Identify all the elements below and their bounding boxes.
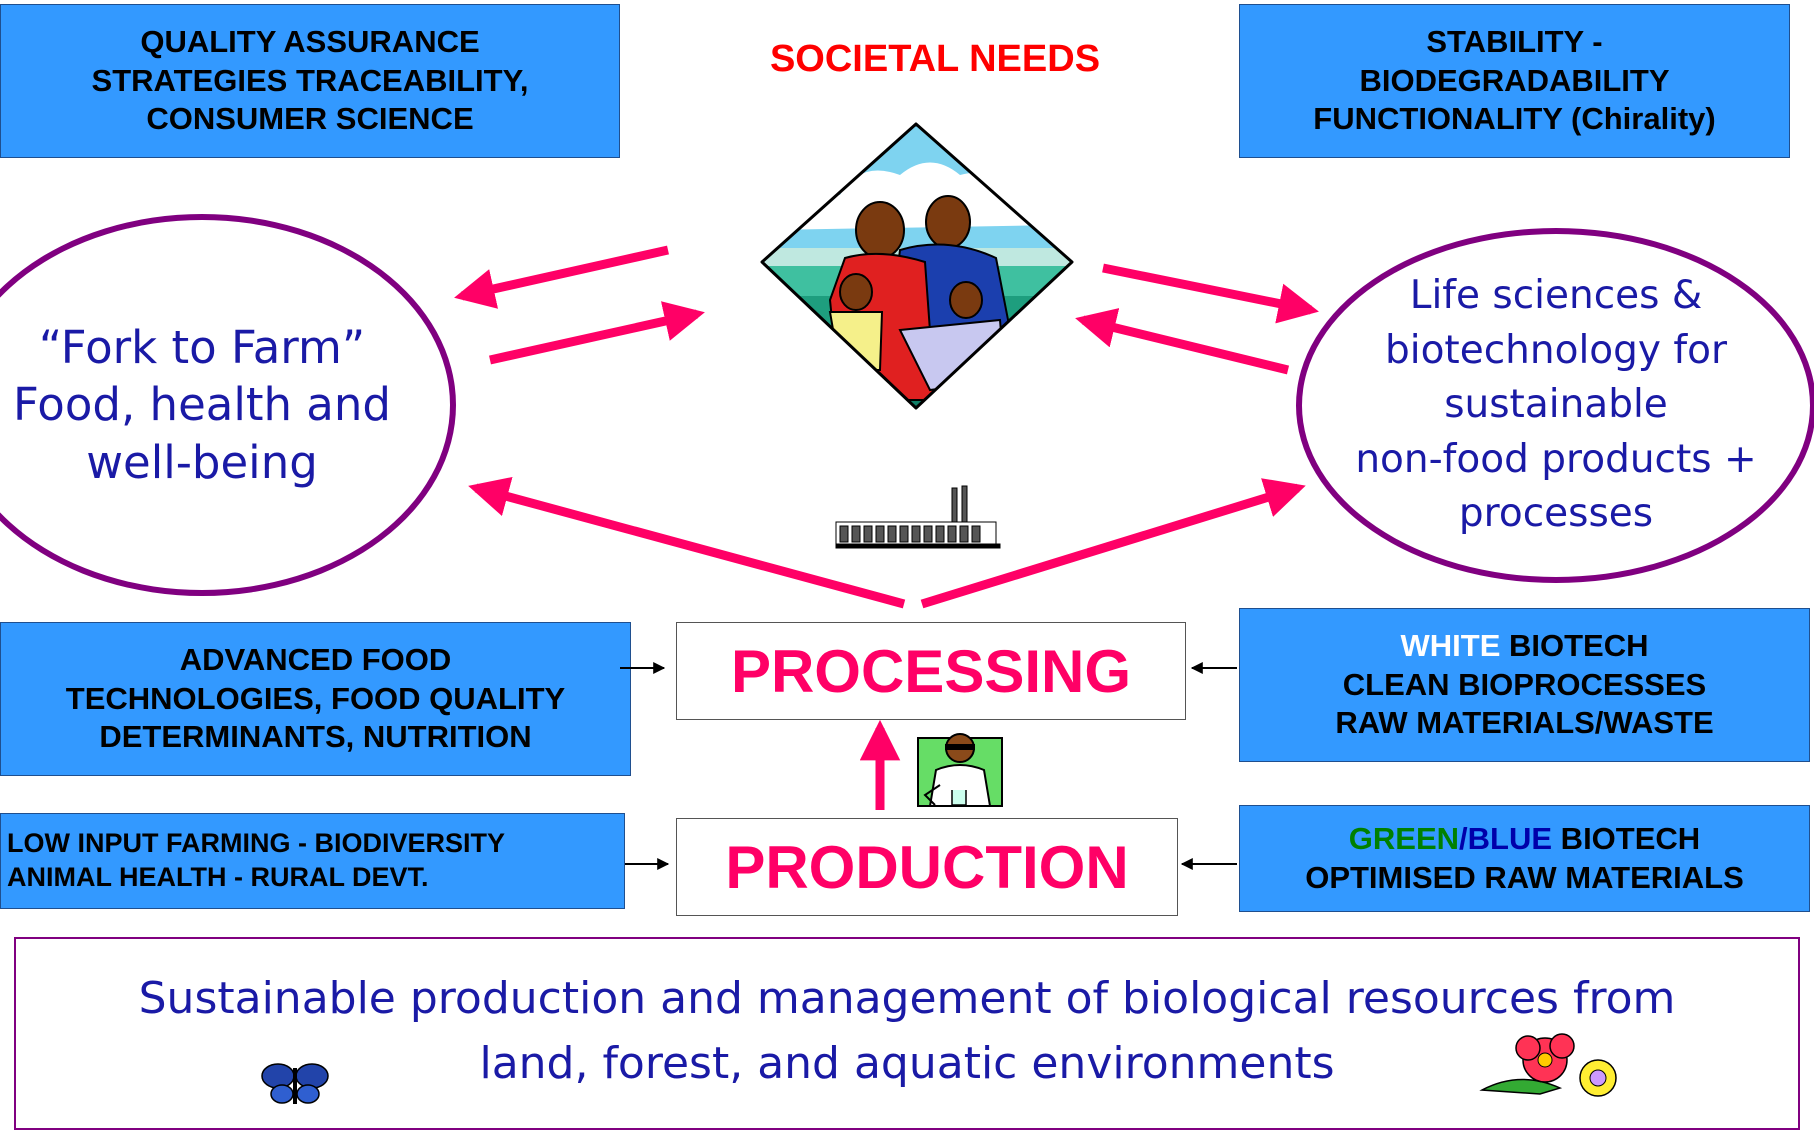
advanced-food-box: ADVANCED FOOD TECHNOLOGIES, FOOD QUALITY… [0, 622, 631, 776]
arrow-family-to-right [1102, 263, 1319, 324]
processing-box: PROCESSING [676, 622, 1186, 720]
slash: / [1459, 820, 1468, 856]
ellipse-line: sustainable [1444, 382, 1668, 428]
box-line: ANIMAL HEALTH - RURAL DEVT. [7, 862, 429, 892]
box-line: CONSUMER SCIENCE [146, 101, 474, 137]
scientist-icon [917, 733, 1003, 807]
arrow-right-to-family [1075, 308, 1290, 375]
processing-label: PROCESSING [730, 637, 1132, 705]
ellipse-line: Food, health and [13, 378, 391, 432]
ellipse-line: biotechnology for [1384, 327, 1728, 373]
box-line: LOW INPUT FARMING - BIODIVERSITY [7, 828, 505, 859]
box-line: ADVANCED FOOD [179, 641, 452, 677]
box-line: BIODEGRADABILITY [1359, 62, 1670, 98]
societal-needs-title: SOCIETAL NEEDS [769, 38, 1101, 80]
biotech-word: BIOTECH [1552, 820, 1701, 856]
box-line: STABILITY - [1426, 23, 1603, 59]
ellipse-line: non-food products + [1355, 436, 1757, 482]
life-sciences-ellipse: Life sciences & biotechnology for sustai… [1296, 228, 1814, 583]
box-line: RAW MATERIALS/WASTE [1335, 705, 1714, 741]
ellipse-line: processes [1458, 491, 1654, 537]
arrow-left-to-family [489, 301, 705, 365]
box-line: CLEAN BIOPROCESSES [1342, 666, 1707, 702]
box-line: DETERMINANTS, NUTRITION [99, 719, 532, 755]
white-biotech-box: WHITE BIOTECH CLEAN BIOPROCESSES RAW MAT… [1239, 608, 1810, 762]
flower-icon [1479, 1033, 1617, 1097]
white-word: WHITE [1400, 627, 1501, 663]
fork-to-farm-ellipse: “Fork to Farm” Food, health and well-bei… [0, 214, 456, 596]
box-line: QUALITY ASSURANCE [140, 23, 480, 59]
arrow-family-to-left [454, 245, 669, 309]
box-line: GREEN/BLUE BIOTECH [1349, 820, 1700, 859]
low-input-farming-box: LOW INPUT FARMING - BIODIVERSITY ANIMAL … [0, 813, 625, 909]
arrow-processing-to-left [468, 476, 906, 609]
arrow-processing-to-right [920, 478, 1306, 609]
stability-box: STABILITY - BIODEGRADABILITY FUNCTIONALI… [1239, 4, 1790, 158]
footer-box: Sustainable production and management of… [14, 937, 1800, 1130]
ellipse-line: Life sciences & [1409, 273, 1703, 319]
blue-word: BLUE [1467, 820, 1553, 856]
box-line: TECHNOLOGIES, FOOD QUALITY [65, 680, 566, 716]
green-blue-biotech-box: GREEN/BLUE BIOTECH OPTIMISED RAW MATERIA… [1239, 805, 1810, 912]
production-box: PRODUCTION [676, 818, 1178, 916]
family-icon [760, 122, 1074, 410]
box-line: OPTIMISED RAW MATERIALS [1305, 859, 1744, 895]
ellipse-line: “Fork to Farm” [38, 320, 366, 374]
box-line: FUNCTIONALITY (Chirality) [1313, 101, 1716, 137]
box-line: STRATEGIES TRACEABILITY, [91, 62, 529, 98]
production-label: PRODUCTION [725, 833, 1129, 901]
biotech-word: BIOTECH [1500, 627, 1649, 663]
footer-line-1: Sustainable production and management of… [138, 973, 1676, 1024]
footer-line-2: land, forest, and aquatic environments [479, 1038, 1335, 1089]
green-word: GREEN [1348, 820, 1460, 856]
quality-assurance-box: QUALITY ASSURANCE STRATEGIES TRACEABILIT… [0, 4, 620, 158]
box-line: WHITE BIOTECH [1401, 627, 1649, 666]
ellipse-line: well-being [86, 435, 318, 489]
butterfly-icon [261, 1063, 329, 1104]
factory-icon [835, 485, 1001, 549]
